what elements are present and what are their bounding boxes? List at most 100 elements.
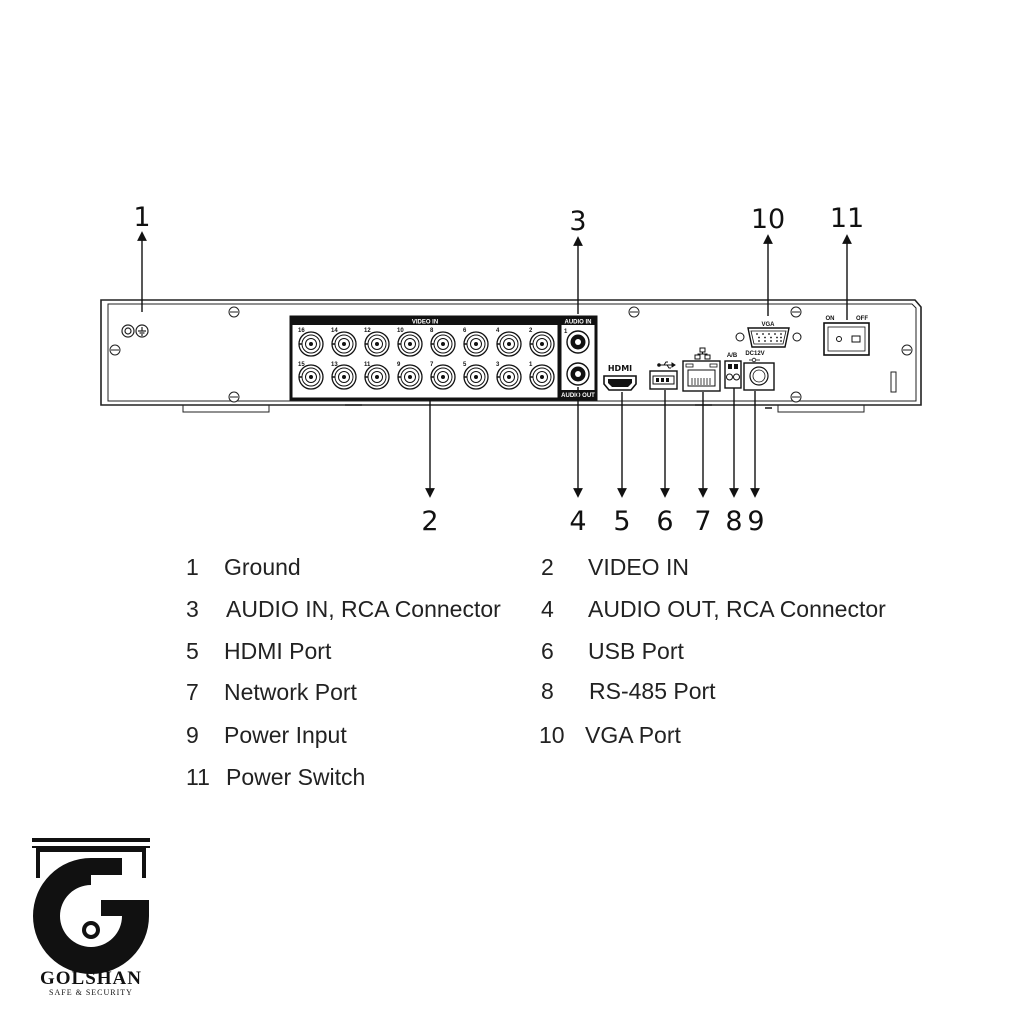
power-switch[interactable]: ON OFF	[823, 316, 870, 356]
legend-item-rs485: 8 RS-485 Port	[541, 678, 716, 705]
legend-item-audio-out: 4 AUDIO OUT, RCA Connector	[541, 596, 886, 623]
channel-number-label: 1	[529, 362, 533, 368]
legend-label: RS-485 Port	[589, 678, 716, 704]
on-panel-label: ON	[826, 316, 835, 322]
usb-port[interactable]	[649, 361, 678, 390]
legend-number: 1	[186, 554, 199, 580]
channel-number-label: 8	[430, 328, 434, 334]
bnc-connector-ch4[interactable]	[496, 331, 522, 357]
ground-terminal[interactable]	[121, 324, 149, 338]
legend-item-power-input: 9 Power Input	[186, 722, 347, 749]
camera-g-logo-icon	[32, 838, 150, 974]
legend-label: Power Input	[224, 722, 347, 748]
callout-8: 8	[725, 506, 742, 537]
legend-label: AUDIO IN, RCA Connector	[226, 596, 501, 622]
legend-item-network: 7 Network Port	[186, 679, 357, 706]
bnc-connector-ch10[interactable]	[397, 331, 423, 357]
bnc-connector-ch5[interactable]	[463, 364, 489, 390]
callout-10: 10	[751, 204, 785, 235]
legend-item-power-switch: 11 Power Switch	[186, 764, 365, 791]
channel-number-label: 16	[298, 328, 305, 334]
audio-in-rca-connector[interactable]	[566, 330, 590, 354]
video-in-panel-label: VIDEO IN	[412, 320, 438, 326]
legend-label: Ground	[224, 554, 301, 580]
vga-panel-label: VGA	[761, 322, 775, 328]
channel-number-label: 7	[430, 362, 434, 368]
rs485-port[interactable]: A/B	[724, 353, 742, 389]
channel-number-label: 15	[298, 362, 305, 368]
screws	[109, 306, 913, 403]
legend-item-ground: 1 Ground	[186, 554, 301, 581]
legend-number: 10	[539, 722, 565, 748]
logo-wordmark: GOLSHAN	[39, 968, 143, 989]
bnc-connector-ch15[interactable]	[298, 364, 324, 390]
channel-number-label: 3	[496, 362, 500, 368]
channel-number-label: 13	[331, 362, 338, 368]
legend-number: 7	[186, 679, 199, 705]
legend-item-video-in: 2 VIDEO IN	[541, 554, 689, 581]
legend-label: USB Port	[588, 638, 684, 664]
legend-item-vga: 10 VGA Port	[539, 722, 681, 749]
legend-label: HDMI Port	[224, 638, 332, 664]
legend-number: 6	[541, 638, 554, 664]
callout-3: 3	[569, 206, 586, 237]
callout-7: 7	[694, 506, 711, 537]
network-icon	[694, 347, 711, 360]
audio-in-port-number: 1	[564, 329, 568, 335]
audio-out-rca-connector[interactable]	[566, 362, 590, 386]
channel-number-label: 11	[364, 362, 371, 368]
legend-label: Power Switch	[226, 764, 366, 790]
channel-number-label: 9	[397, 362, 401, 368]
power-input-port[interactable]: DC12V	[743, 351, 775, 391]
channel-number-label: 12	[364, 328, 371, 334]
polarity-icon	[749, 357, 760, 363]
legend-number: 8	[541, 678, 554, 704]
hdmi-port[interactable]: HDMI	[603, 364, 637, 391]
callout-lines	[137, 231, 852, 498]
legend-item-usb: 6 USB Port	[541, 638, 684, 665]
bnc-connector-ch13[interactable]	[331, 364, 357, 390]
legend-item-audio-in: 3 AUDIO IN, RCA Connector	[186, 596, 501, 623]
bnc-connector-ch7[interactable]	[430, 364, 456, 390]
bnc-connector-ch1[interactable]	[529, 364, 555, 390]
network-port[interactable]	[682, 347, 721, 392]
bnc-connector-ch16[interactable]	[298, 331, 324, 357]
logo-tagline: SAFE & SECURITY	[49, 988, 133, 997]
legend-number: 3	[186, 596, 199, 622]
ab-panel-label: A/B	[727, 353, 738, 359]
channel-number-label: 6	[463, 328, 467, 334]
legend-item-hdmi: 5 HDMI Port	[186, 638, 331, 665]
bnc-connector-ch3[interactable]	[496, 364, 522, 390]
vga-port[interactable]: VGA	[735, 322, 802, 348]
callout-4: 4	[569, 506, 586, 537]
legend-number: 5	[186, 638, 199, 664]
off-panel-label: OFF	[856, 316, 868, 322]
legend-number: 2	[541, 554, 554, 580]
bnc-connector-ch9[interactable]	[397, 364, 423, 390]
callout-11: 11	[830, 203, 864, 234]
callout-5: 5	[613, 506, 630, 537]
legend-number: 9	[186, 722, 199, 748]
dc-panel-label: DC12V	[745, 351, 764, 357]
bnc-connector-ch11[interactable]	[364, 364, 390, 390]
bnc-connector-ch6[interactable]	[463, 331, 489, 357]
legend-label: Network Port	[224, 679, 357, 705]
callout-2: 2	[421, 506, 438, 537]
bnc-connector-ch8[interactable]	[430, 331, 456, 357]
bnc-connector-ch2[interactable]	[529, 331, 555, 357]
channel-number-label: 5	[463, 362, 467, 368]
bnc-connector-ch12[interactable]	[364, 331, 390, 357]
hdmi-panel-label: HDMI	[608, 364, 632, 373]
audio-in-panel-label: AUDIO IN	[565, 320, 592, 326]
callout-6: 6	[656, 506, 673, 537]
legend-number: 4	[541, 596, 554, 622]
bnc-connector-ch14[interactable]	[331, 331, 357, 357]
legend-label: VGA Port	[585, 722, 681, 748]
callout-9: 9	[747, 506, 764, 537]
channel-number-label: 2	[529, 328, 533, 334]
legend-label: AUDIO OUT, RCA Connector	[588, 596, 886, 622]
callout-1: 1	[133, 202, 150, 233]
channel-number-label: 10	[397, 328, 404, 334]
